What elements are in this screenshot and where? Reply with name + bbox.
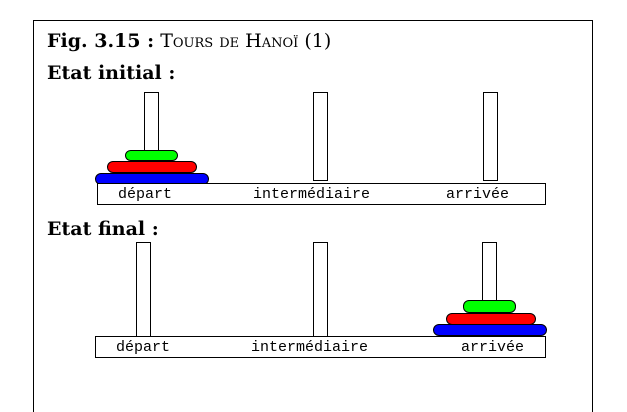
final-label-arrivee: arrivée	[461, 339, 525, 356]
initial-peg-intermediaire	[313, 92, 328, 181]
figure-label: Fig. 3.15 :	[47, 30, 155, 52]
final-peg-depart	[136, 242, 151, 337]
initial-peg-arrivee	[483, 92, 498, 181]
figure-title: Fig. 3.15 : Tours de Hanoï (1)	[47, 30, 331, 52]
initial-disk-small	[125, 150, 178, 161]
initial-base: départ intermédiaire arrivée	[97, 183, 546, 205]
final-label-depart: départ	[116, 339, 171, 356]
final-state-title: Etat final :	[47, 218, 159, 240]
final-peg-intermediaire	[313, 242, 328, 337]
initial-label-intermediaire: intermédiaire	[253, 186, 371, 203]
initial-label-arrivee: arrivée	[446, 186, 510, 203]
initial-disk-medium	[107, 161, 197, 173]
final-disk-large	[433, 324, 547, 336]
final-label-intermediaire: intermédiaire	[251, 339, 369, 356]
final-disk-small	[463, 300, 516, 313]
initial-label-depart: départ	[118, 186, 173, 203]
figure-caption: Tours de Hanoï (1)	[160, 30, 332, 52]
initial-state-title: Etat initial :	[47, 62, 176, 84]
final-base: départ intermédiaire arrivée	[95, 336, 546, 358]
